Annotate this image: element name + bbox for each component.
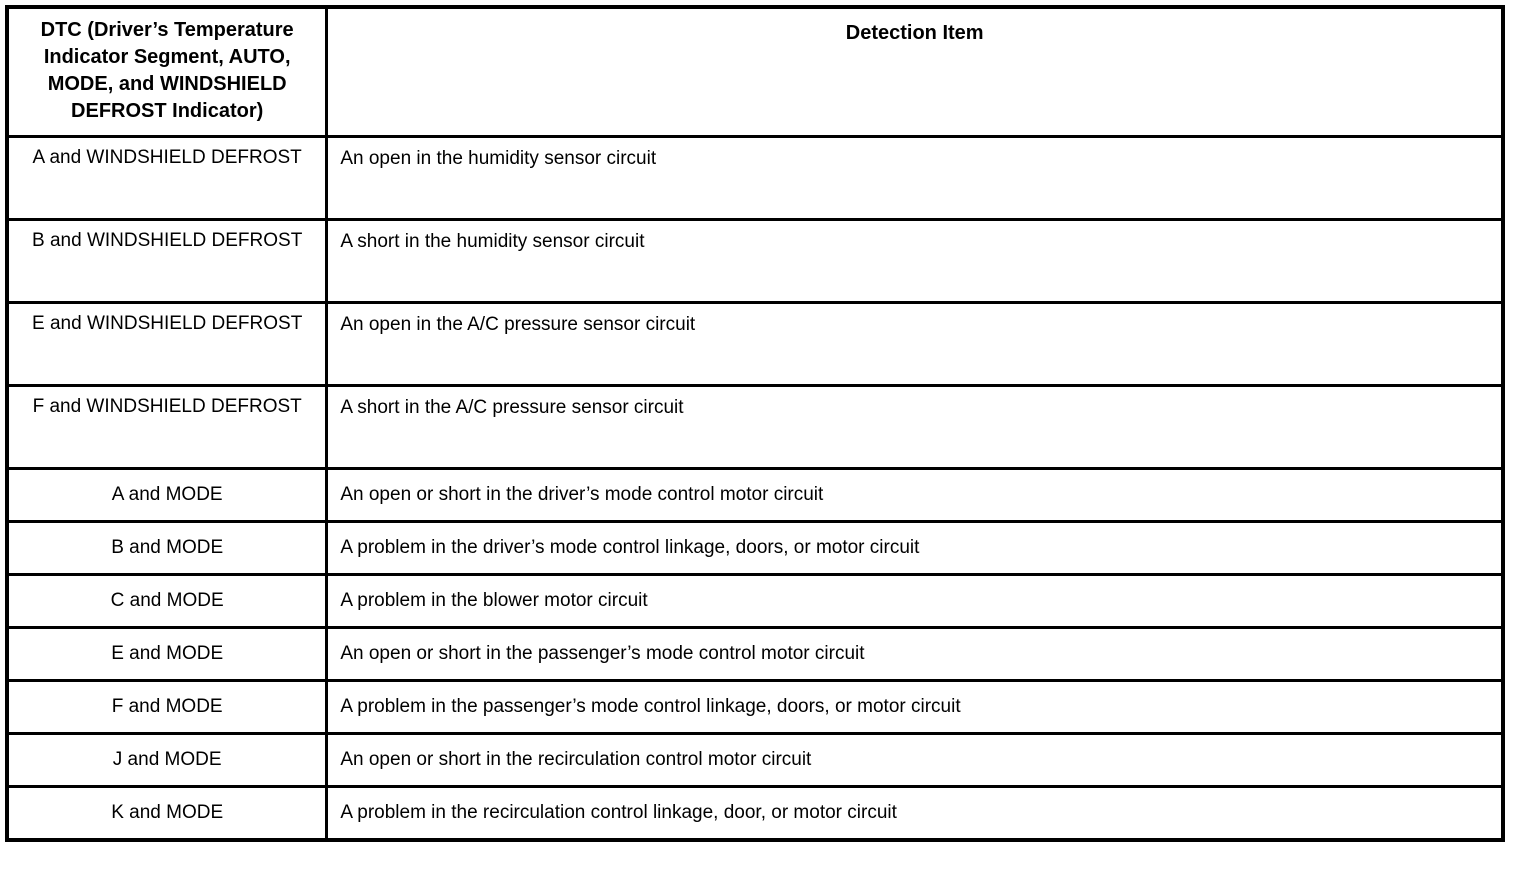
cell-detection-item-text: A problem in the passenger’s mode contro… bbox=[340, 696, 961, 717]
cell-detection-item: A short in the A/C pressure sensor circu… bbox=[326, 384, 1503, 469]
cell-dtc-text: E and WINDSHIELD DEFROST bbox=[32, 313, 303, 334]
cell-dtc: B and MODE bbox=[7, 520, 329, 575]
cell-detection-item-text: An open or short in the recirculation co… bbox=[340, 749, 812, 770]
cell-dtc-text: E and MODE bbox=[111, 643, 224, 664]
cell-detection-item-text: An open or short in the driver’s mode co… bbox=[340, 484, 824, 505]
cell-dtc: E and MODE bbox=[7, 626, 329, 681]
cell-detection-item: A problem in the recirculation control l… bbox=[326, 785, 1503, 840]
cell-dtc: F and WINDSHIELD DEFROST bbox=[7, 384, 329, 469]
cell-dtc-text: K and MODE bbox=[111, 802, 224, 823]
cell-dtc-text: J and MODE bbox=[112, 749, 222, 770]
cell-detection-item-text: A problem in the driver’s mode control l… bbox=[340, 537, 920, 558]
table-row: A and MODE An open or short in the driver… bbox=[7, 467, 1503, 522]
cell-dtc: J and MODE bbox=[7, 732, 329, 787]
cell-detection-item-text: An open in the A/C pressure sensor circu… bbox=[340, 314, 696, 335]
cell-detection-item: A problem in the blower motor circuit bbox=[326, 573, 1503, 628]
cell-detection-item: An open or short in the driver’s mode co… bbox=[326, 467, 1503, 522]
cell-dtc: K and MODE bbox=[7, 785, 329, 840]
cell-dtc: B and WINDSHIELD DEFROST bbox=[7, 218, 329, 303]
table-row: F and MODE A problem in the passenger’s m… bbox=[7, 679, 1503, 734]
header-row: DTC (Driver’s Temperature Indicator Segm… bbox=[7, 7, 1503, 138]
cell-dtc: A and MODE bbox=[7, 467, 329, 522]
cell-detection-item: An open or short in the recirculation co… bbox=[326, 732, 1503, 787]
table-row: C and MODE A problem in the blower motor … bbox=[7, 573, 1503, 628]
table-row: B and MODE A problem in the driver’s mode… bbox=[7, 520, 1503, 575]
cell-dtc-text: B and MODE bbox=[111, 537, 224, 558]
table-row: E and MODE An open or short in the passen… bbox=[7, 626, 1503, 681]
cell-detection-item: An open in the A/C pressure sensor circu… bbox=[326, 301, 1503, 386]
cell-dtc-text: C and MODE bbox=[110, 590, 224, 611]
column-header-detection-item: Detection Item bbox=[326, 7, 1503, 138]
cell-detection-item: A short in the humidity sensor circuit bbox=[326, 218, 1503, 303]
cell-dtc: E and WINDSHIELD DEFROST bbox=[7, 301, 329, 386]
cell-dtc: C and MODE bbox=[7, 573, 329, 628]
cell-detection-item-text: A short in the A/C pressure sensor circu… bbox=[340, 397, 684, 418]
table-row: J and MODE An open or short in the recirc… bbox=[7, 732, 1503, 787]
column-header-dtc: DTC (Driver’s Temperature Indicator Segm… bbox=[7, 7, 329, 138]
cell-detection-item: An open in the humidity sensor circuit bbox=[327, 137, 1503, 220]
column-header-dtc-label: DTC (Driver’s Temperature Indicator Segm… bbox=[40, 19, 294, 122]
table-row: K and MODE A problem in the recirculation… bbox=[7, 785, 1503, 840]
table-body: A and WINDSHIELD DEFROST An open in the h… bbox=[7, 136, 1503, 840]
cell-detection-item-text: An open in the humidity sensor circuit bbox=[340, 148, 657, 169]
cell-detection-item-text: An open or short in the passenger’s mode… bbox=[340, 643, 865, 664]
dtc-detection-item-table: DTC (Driver’s Temperature Indicator Segm… bbox=[5, 5, 1505, 842]
table-row: F and WINDSHIELD DEFROST A short in the A… bbox=[7, 384, 1503, 469]
cell-detection-item: An open or short in the passenger’s mode… bbox=[326, 626, 1503, 681]
cell-dtc-text: F and WINDSHIELD DEFROST bbox=[32, 396, 302, 417]
table-row: E and WINDSHIELD DEFROST An open in the A… bbox=[7, 301, 1503, 386]
cell-dtc-text: F and MODE bbox=[111, 696, 223, 717]
cell-dtc-text: A and WINDSHIELD DEFROST bbox=[32, 147, 302, 168]
cell-detection-item-text: A problem in the blower motor circuit bbox=[340, 590, 648, 611]
table-header: DTC (Driver’s Temperature Indicator Segm… bbox=[7, 7, 1503, 138]
cell-detection-item: A problem in the passenger’s mode contro… bbox=[326, 679, 1503, 734]
cell-detection-item-text: A short in the humidity sensor circuit bbox=[340, 231, 645, 252]
table-row: B and WINDSHIELD DEFROST A short in the h… bbox=[7, 218, 1503, 303]
cell-detection-item: A problem in the driver’s mode control l… bbox=[326, 520, 1503, 575]
cell-dtc-text: A and MODE bbox=[111, 484, 223, 505]
cell-dtc-text: B and WINDSHIELD DEFROST bbox=[32, 230, 303, 251]
table-row: A and WINDSHIELD DEFROST An open in the h… bbox=[7, 136, 1503, 220]
cell-detection-item-text: A problem in the recirculation control l… bbox=[340, 802, 897, 823]
column-header-detection-item-label: Detection Item bbox=[845, 22, 984, 44]
cell-dtc: A and WINDSHIELD DEFROST bbox=[7, 136, 329, 220]
cell-dtc: F and MODE bbox=[7, 679, 329, 734]
